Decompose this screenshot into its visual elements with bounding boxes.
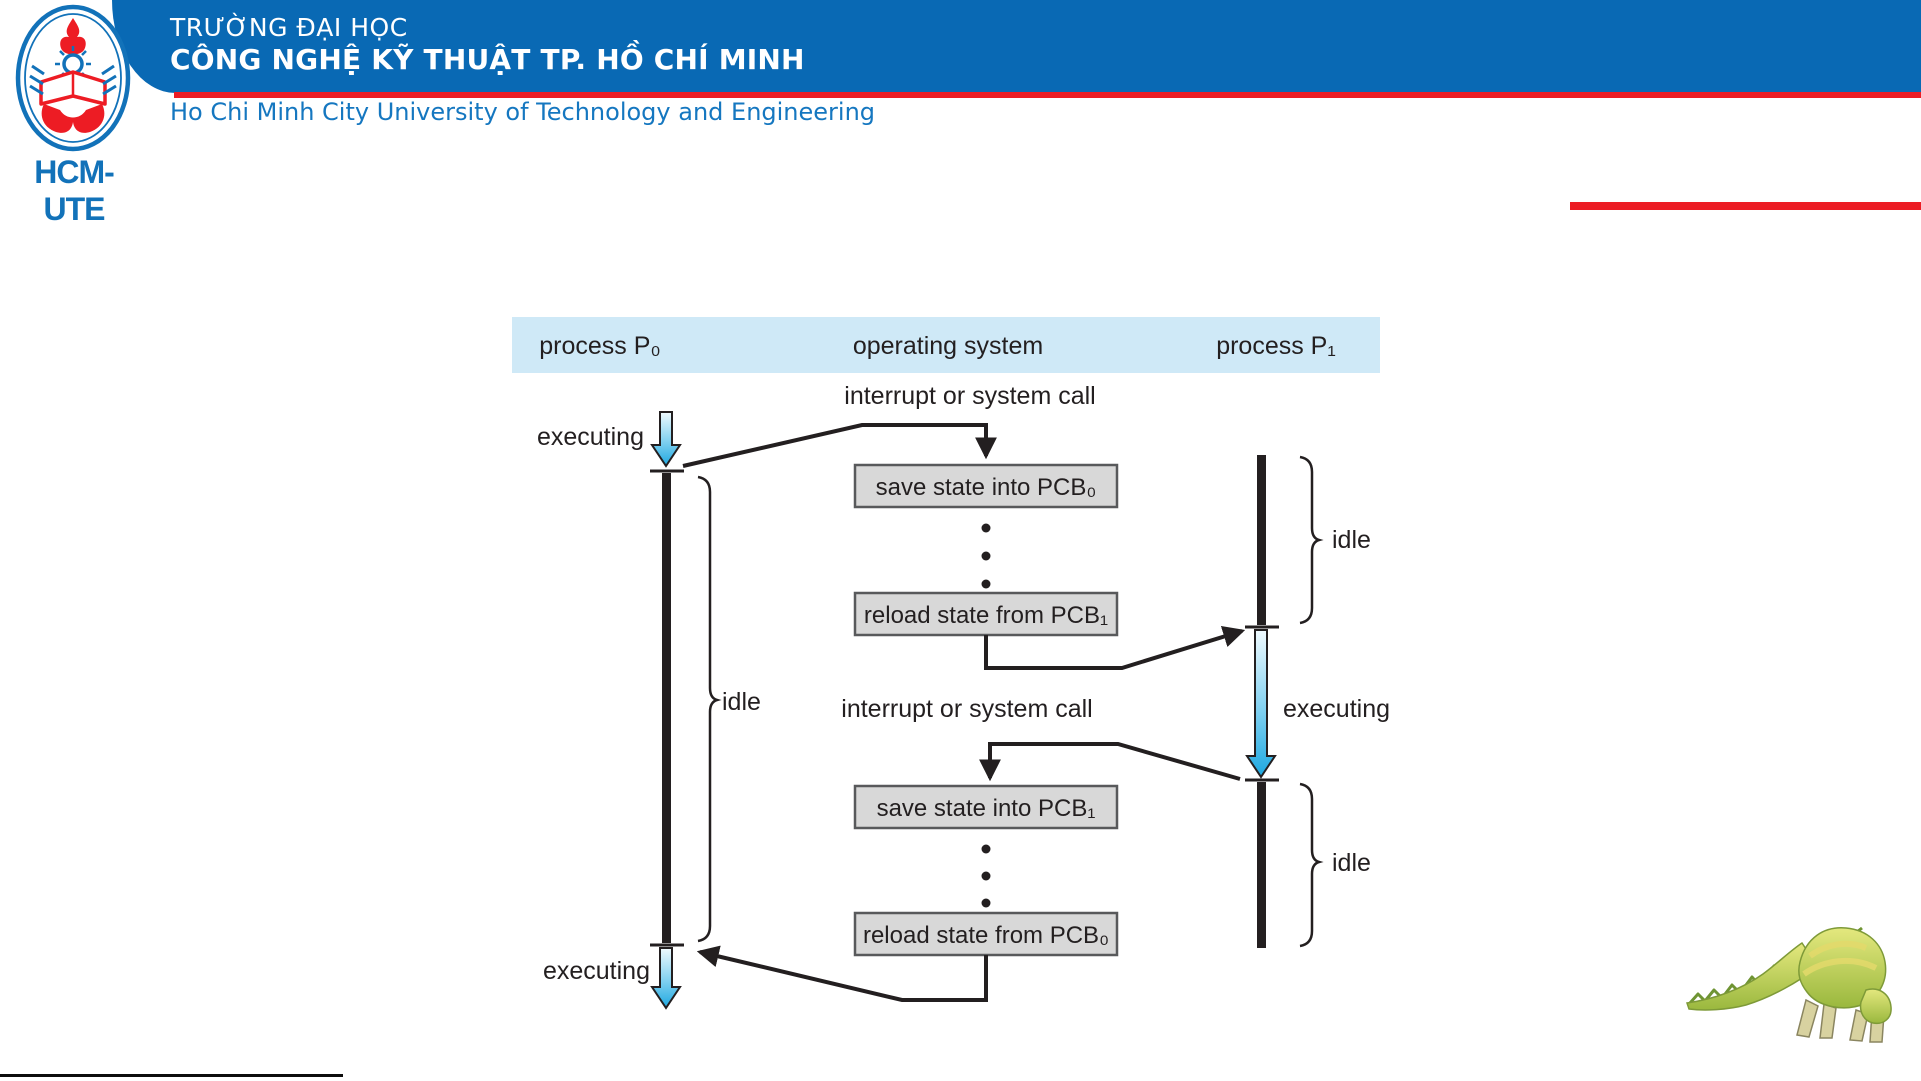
box-save-pcb1-label: save state into PCB₁ <box>877 795 1096 822</box>
header-red-divider <box>174 92 1921 98</box>
logo-ring-inner <box>24 13 122 143</box>
ellipsis-dots-top <box>981 523 991 589</box>
logo-caption: HCM-UTE <box>34 154 115 227</box>
column-label-operating-system: operating system <box>853 332 1043 360</box>
label-interrupt-1: interrupt or system call <box>844 382 1095 410</box>
executing-arrow-p0-top <box>650 411 682 468</box>
dinosaur-belly-stripe <box>1802 940 1878 977</box>
label-executing-p1: executing <box>1283 695 1390 723</box>
column-header-band <box>512 317 1380 373</box>
label-idle-p1-bottom: idle <box>1332 849 1371 877</box>
box-save-pcb1 <box>853 784 1119 830</box>
university-name-vi-line2: CÔNG NGHỆ KỸ THUẬT TP. HỒ CHÍ MINH <box>170 43 805 76</box>
box-reload-pcb1 <box>853 591 1119 637</box>
ellipsis-dots-bottom <box>981 844 991 908</box>
footer-left-rule <box>0 1074 343 1077</box>
box-reload-pcb1-label: reload state from PCB₁ <box>864 602 1108 629</box>
logo-flame-icon <box>60 18 86 55</box>
label-interrupt-2: interrupt or system call <box>841 695 1092 723</box>
brace-idle-p0 <box>697 475 722 943</box>
box-save-pcb0 <box>853 463 1119 509</box>
right-red-accent-bar <box>1570 202 1921 210</box>
label-idle-p1-top: idle <box>1332 526 1371 554</box>
brace-idle-p1-bottom <box>1299 782 1324 948</box>
flow-path-2 <box>984 625 1246 670</box>
label-idle-p0: idle <box>722 688 761 716</box>
brace-idle-p1-top <box>1299 455 1324 625</box>
label-executing-p0-top: executing <box>537 423 644 451</box>
university-name-vi-line1: TRƯỜNG ĐẠI HỌC <box>170 13 408 42</box>
box-save-pcb0-label: save state into PCB₀ <box>876 474 1097 501</box>
column-label-process-p0: process P₀ <box>539 332 661 360</box>
university-name-en: Ho Chi Minh City University of Technolog… <box>170 98 876 126</box>
executing-arrow-p1 <box>1245 629 1277 779</box>
dinosaur-head <box>1859 988 1892 1025</box>
flow-path-4 <box>696 945 988 1002</box>
logo-wing-hatch <box>29 64 117 96</box>
label-executing-p0-bottom: executing <box>543 957 650 985</box>
logo-hands-icon <box>41 104 105 133</box>
flow-path-1 <box>682 423 997 468</box>
university-logo <box>14 4 132 154</box>
box-reload-pcb0-label: reload state from PCB₀ <box>863 922 1109 949</box>
column-label-process-p1: process P₁ <box>1216 332 1336 360</box>
executing-arrow-p0-bottom <box>650 947 682 1010</box>
header-banner <box>112 0 1921 93</box>
flow-path-3 <box>979 742 1241 782</box>
dinosaur-illustration <box>1686 926 1892 1043</box>
